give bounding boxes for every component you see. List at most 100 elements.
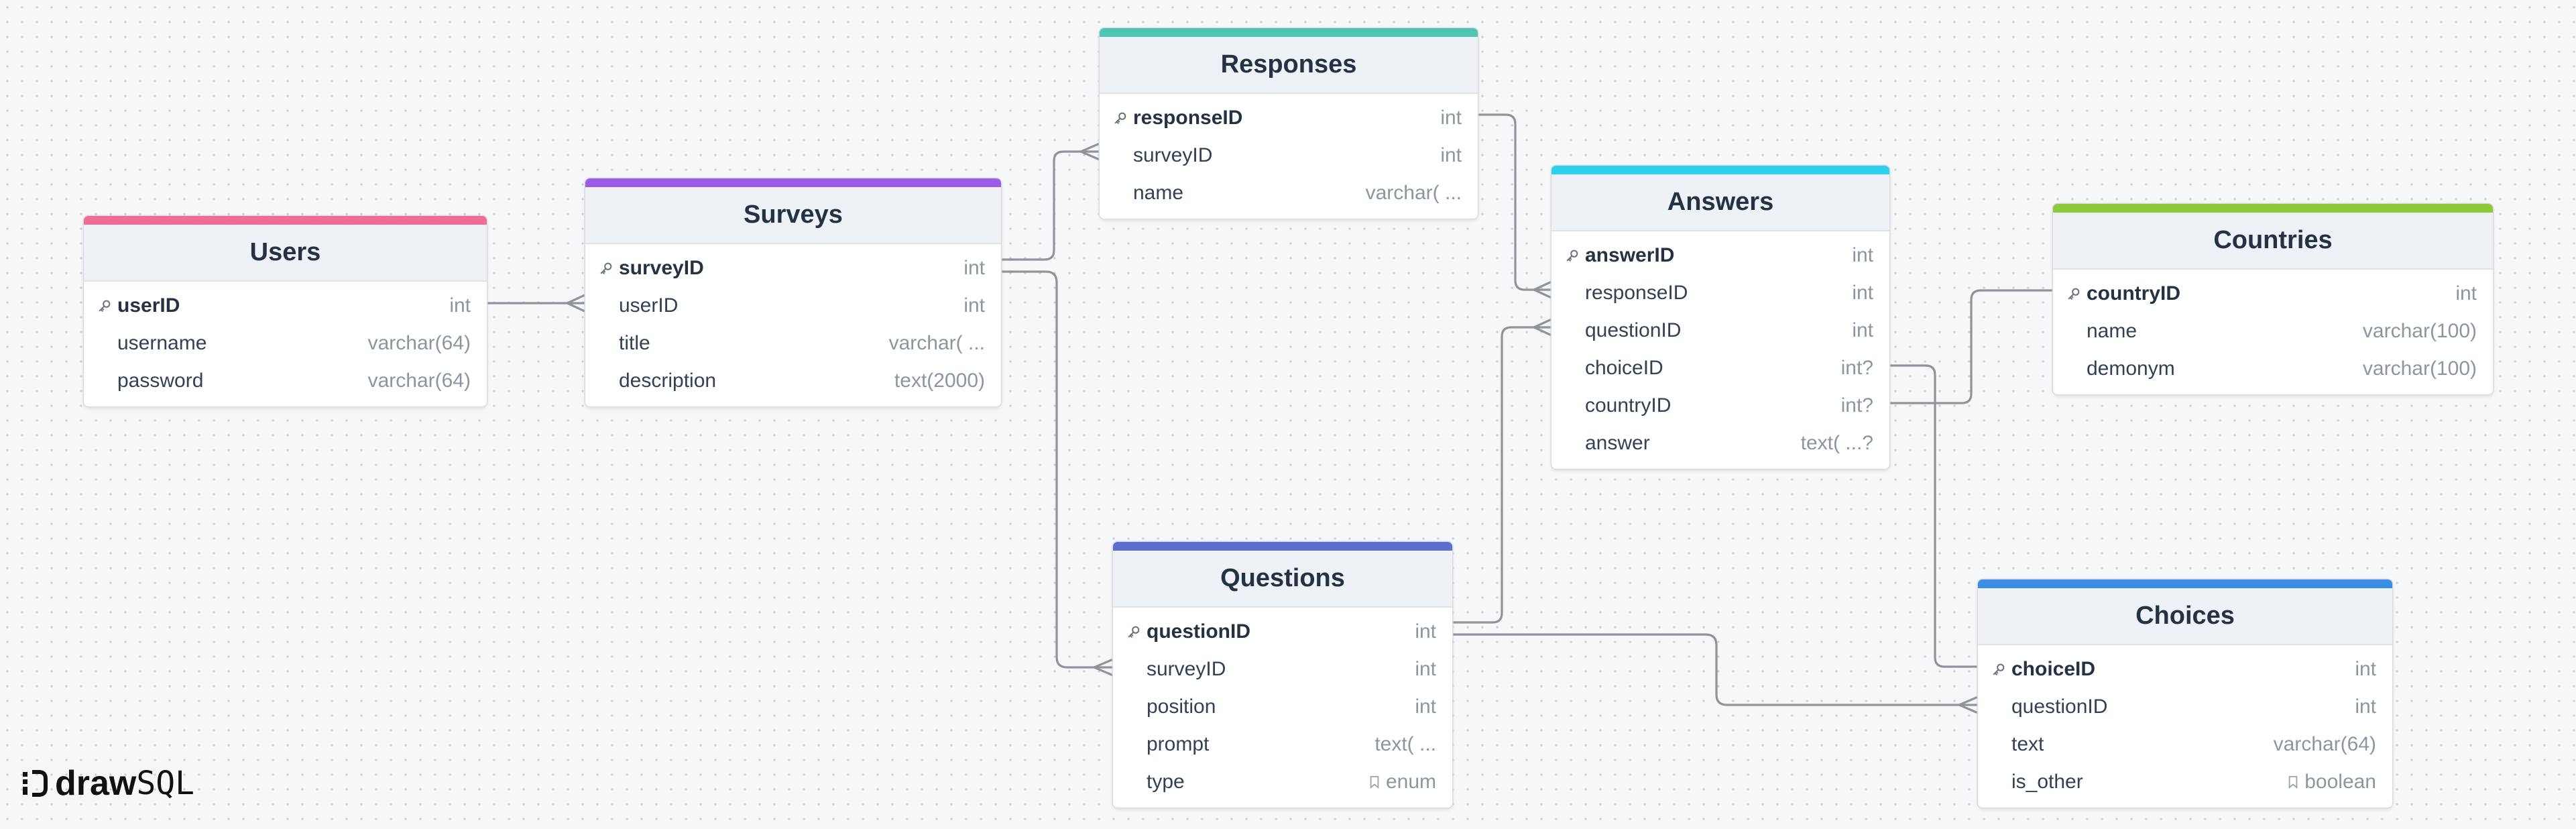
column-row[interactable]: username varchar(64) <box>84 325 487 362</box>
column-type-text: int <box>1852 244 1873 266</box>
column-row[interactable]: userID int <box>585 287 1001 325</box>
column-type-text: varchar(64) <box>2273 733 2376 755</box>
column-name: surveyID <box>1133 144 1213 166</box>
column-type: int <box>1440 107 1462 129</box>
table-color-bar <box>1113 542 1452 551</box>
relation-countries-answers[interactable] <box>1889 289 2053 404</box>
column-type: text(2000) <box>894 370 985 392</box>
relation-surveys-questions[interactable] <box>1002 270 1113 669</box>
table-title[interactable]: Countries <box>2053 213 2493 270</box>
column-row[interactable]: responseID int <box>1100 99 1478 137</box>
relation-questions-answers[interactable] <box>1452 326 1552 624</box>
column-name: password <box>117 370 204 392</box>
column-name: username <box>117 332 207 354</box>
table-title[interactable]: Surveys <box>585 187 1001 244</box>
relation-responses-answers[interactable] <box>1478 113 1552 291</box>
column-row[interactable]: answer text( ...? <box>1552 425 1889 462</box>
column-row[interactable]: is_other boolean <box>1978 763 2392 801</box>
table-title[interactable]: Responses <box>1100 37 1478 94</box>
column-type: text( ... <box>1374 733 1436 756</box>
column-type: varchar(100) <box>2363 357 2477 380</box>
column-row[interactable]: name varchar(100) <box>2053 313 2493 350</box>
relation-surveys-responses[interactable] <box>1002 150 1100 261</box>
column-name: userID <box>619 294 679 317</box>
column-type: int <box>963 257 985 280</box>
column-type: varchar(100) <box>2363 320 2477 343</box>
column-type-text: varchar( ... <box>888 332 985 354</box>
column-type: varchar(64) <box>368 370 471 392</box>
column-type-text: int <box>963 294 985 317</box>
column-type: int <box>1415 696 1436 718</box>
column-name: is_other <box>2011 771 2083 793</box>
column-type-text: int <box>2455 282 2477 305</box>
table-color-bar <box>84 216 487 225</box>
column-name: type <box>1147 771 1185 793</box>
relation-questions-choices[interactable] <box>1452 633 1978 706</box>
crowfoot-icon <box>1080 142 1100 161</box>
column-type: int <box>2355 696 2376 718</box>
table-title[interactable]: Users <box>84 225 487 282</box>
table-title[interactable]: Answers <box>1552 174 1889 231</box>
column-type-text: varchar(100) <box>2362 320 2477 342</box>
logo-text-sql: SQL <box>136 765 195 802</box>
column-name: name <box>2087 320 2138 342</box>
column-type: int <box>1852 282 1873 305</box>
relation-choices-answers[interactable] <box>1889 364 1978 668</box>
column-type: int <box>2355 658 2376 681</box>
key-icon <box>2066 286 2087 301</box>
column-type: varchar(64) <box>368 332 471 355</box>
column-type-text: int <box>1440 107 1462 129</box>
column-type: int <box>2455 282 2477 305</box>
bookmark-icon <box>2287 775 2299 789</box>
column-type-text: text( ...? <box>1800 432 1873 454</box>
column-type-text: boolean <box>2304 771 2376 793</box>
table-color-bar <box>1978 579 2392 588</box>
column-row[interactable]: password varchar(64) <box>84 362 487 400</box>
column-type: int? <box>1841 394 1873 417</box>
table-title[interactable]: Questions <box>1113 551 1452 608</box>
column-type: varchar( ... <box>1366 182 1462 205</box>
crowfoot-icon <box>1533 318 1552 337</box>
column-type: int <box>1852 244 1873 267</box>
logo-text-draw: draw <box>55 764 137 803</box>
key-icon <box>97 298 117 313</box>
column-type: int <box>449 294 471 317</box>
table-title[interactable]: Choices <box>1978 588 2392 645</box>
crowfoot-icon <box>567 294 585 313</box>
column-name: responseID <box>1133 107 1243 129</box>
column-name: answer <box>1585 432 1650 454</box>
column-type-text: int <box>1415 658 1436 680</box>
